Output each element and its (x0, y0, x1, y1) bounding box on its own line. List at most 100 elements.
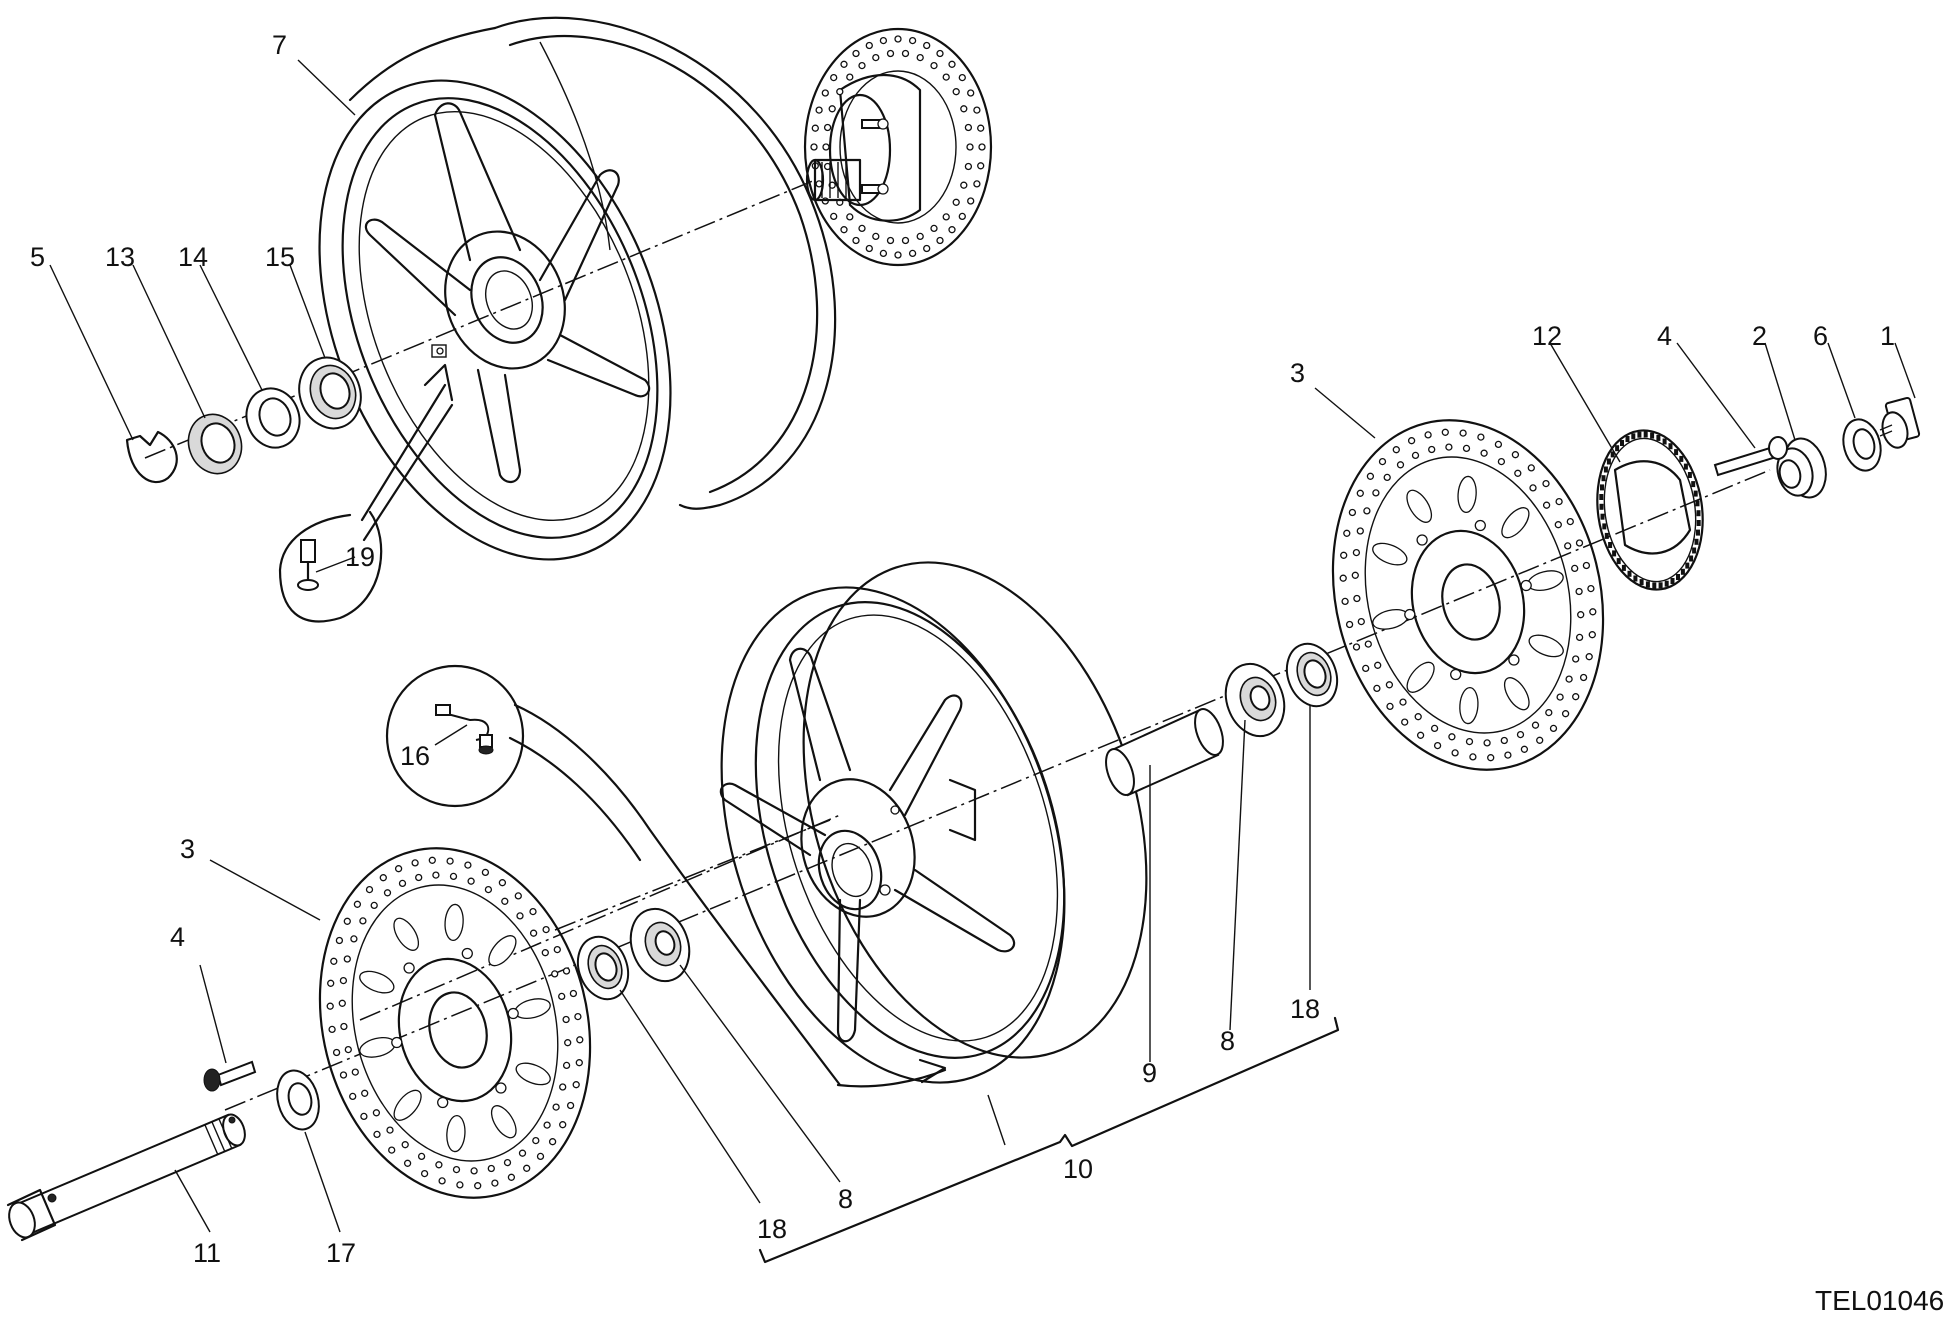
disc-drill-hole (1542, 501, 1551, 509)
disc-drill-hole (1343, 529, 1351, 537)
phonic-tooth (1645, 581, 1650, 588)
disc-drill-hole (386, 1126, 394, 1134)
disc-drill-hole (823, 123, 832, 132)
disc-drill-hole (894, 251, 902, 259)
disc-drill-hole (420, 1169, 429, 1178)
phonic-tooth (1637, 431, 1642, 438)
rear-seal (298, 356, 362, 430)
phonic-tooth (1658, 582, 1663, 589)
disc-cutout (1406, 489, 1433, 523)
disc-drill-hole (1564, 542, 1572, 550)
callout-4-disc: 4 (170, 922, 185, 952)
disc-drill-hole (1572, 693, 1580, 701)
phonic-tooth (1664, 580, 1669, 587)
disc-drill-hole (1357, 617, 1365, 626)
rear-brake-disc (803, 27, 993, 267)
phonic-tooth (1633, 575, 1638, 582)
phonic-tooth (1600, 513, 1605, 520)
disc-drill-hole (1451, 749, 1459, 757)
disc-drill-hole (1469, 753, 1477, 761)
disc-drill-hole (491, 1179, 499, 1187)
disc-drill-hole (388, 1146, 396, 1154)
disc-drill-hole (1588, 631, 1596, 639)
disc-drill-hole (811, 124, 819, 132)
disc-drill-hole (1487, 754, 1495, 762)
callout-4-phonic: 4 (1657, 321, 1672, 351)
disc-drill-hole (821, 89, 829, 97)
disc-drill-hole (401, 1141, 409, 1149)
disc-drill-hole (543, 1121, 551, 1129)
disc-drill-hole (1582, 561, 1591, 570)
disc-drill-hole (514, 892, 522, 900)
disc-drill-hole (372, 1109, 381, 1117)
disc-cutout (444, 903, 464, 942)
front-inner-spacer (1105, 708, 1224, 797)
disc-drill-hole (370, 901, 378, 910)
disc-drill-hole (952, 88, 960, 96)
disc-drill-hole (916, 53, 924, 62)
disc-drill-hole (1356, 527, 1364, 535)
front-left-brake-disc (318, 847, 592, 1199)
front-bearing-right (1224, 662, 1286, 738)
disc-drill-hole (507, 1173, 516, 1181)
disc-drill-hole (1416, 731, 1425, 739)
disc-drill-hole (340, 1022, 348, 1031)
phonic-tooth (1696, 510, 1701, 517)
disc-screw (203, 1060, 257, 1092)
phonic-wheel (1596, 429, 1704, 591)
disc-drill-hole (840, 60, 848, 68)
disc-drill-hole (1527, 464, 1535, 472)
phonic-tooth (1693, 490, 1698, 497)
callout-8-left: 8 (838, 1184, 853, 1214)
disc-cutout (1528, 634, 1564, 658)
disc-cutout (1503, 677, 1530, 711)
disc-drill-hole (966, 143, 974, 151)
disc-drill-hole (487, 1164, 495, 1173)
disc-drill-hole (432, 871, 440, 879)
disc-drill-hole (360, 1112, 368, 1121)
disc-drill-hole (344, 1045, 352, 1054)
phonic-tooth (1679, 455, 1684, 462)
disc-drill-hole (1561, 710, 1570, 718)
disc-drill-hole (1587, 584, 1595, 593)
disc-drill-hole (1577, 611, 1585, 619)
disc-rivet (1520, 579, 1532, 592)
disc-drill-hole (1345, 620, 1354, 629)
disc-cutout (1501, 507, 1530, 539)
disc-drill-hole (1465, 737, 1474, 746)
phonic-tooth (1689, 555, 1694, 562)
disc-drill-hole (852, 49, 860, 58)
disc-drill-hole (1494, 440, 1503, 449)
phonic-screw (1713, 436, 1788, 477)
disc-drill-hole (394, 865, 403, 873)
disc-drill-hole (960, 105, 968, 113)
disc-drill-hole (415, 873, 423, 882)
disc-drill-hole (529, 907, 537, 916)
callout-2: 2 (1752, 321, 1767, 351)
disc-drill-hole (350, 935, 358, 943)
disc-drill-hole (879, 249, 888, 258)
disc-drill-hole (952, 198, 960, 206)
callout-14: 14 (178, 242, 208, 272)
disc-drill-hole (1392, 446, 1400, 454)
disc-drill-hole (353, 900, 362, 908)
callout-6: 6 (1813, 321, 1828, 351)
disc-drill-hole (1575, 587, 1583, 596)
callout-18-left: 18 (757, 1214, 787, 1244)
disc-drill-hole (967, 197, 975, 205)
disc-rivet (437, 1096, 449, 1109)
disc-drill-hole (503, 1158, 512, 1167)
disc-drill-hole (566, 1101, 575, 1110)
disc-drill-hole (569, 989, 578, 998)
disc-drill-hole (1445, 443, 1453, 451)
right-washer (1842, 418, 1882, 472)
disc-drill-hole (858, 224, 866, 233)
disc-drill-hole (562, 1015, 570, 1024)
phonic-tooth (1683, 463, 1688, 470)
disc-drill-hole (484, 885, 493, 894)
disc-drill-hole (542, 925, 550, 934)
phonic-tooth (1616, 558, 1621, 565)
disc-drill-hole (481, 868, 490, 877)
disc-drill-hole (574, 1012, 582, 1021)
